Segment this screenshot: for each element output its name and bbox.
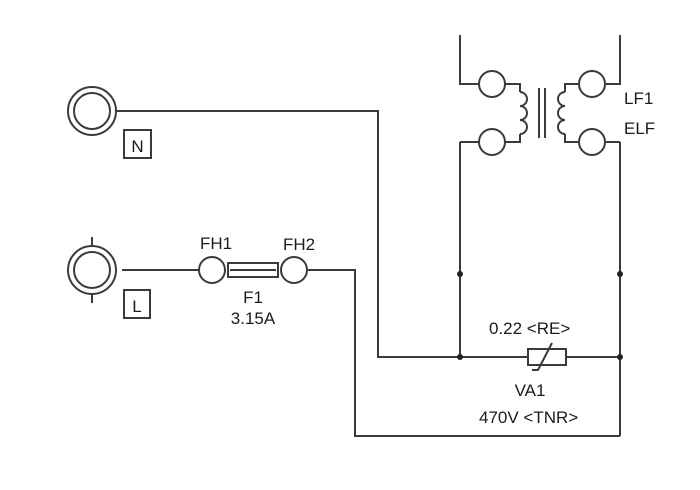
- varistor-resistance-label: 0.22 <RE>: [489, 319, 570, 338]
- junction-dot: [617, 354, 623, 360]
- terminal-inner-ring: [73, 251, 111, 289]
- filter-right-coil: [557, 91, 566, 135]
- junction-dot: [457, 271, 463, 277]
- filter-right-lead: [564, 83, 579, 92]
- fuse-holder-2: [280, 256, 308, 284]
- filter-left-coil: [519, 91, 528, 135]
- fuse-holder-1: [198, 256, 226, 284]
- filter-terminal: [578, 70, 606, 98]
- varistor: 0.22 <RE> VA1 470V <TNR>: [479, 319, 578, 427]
- fuse-ref-label: F1: [243, 288, 263, 307]
- filter-left-lead: [505, 83, 521, 92]
- terminal-label-box: [123, 289, 151, 319]
- terminal-label-box: [123, 129, 152, 159]
- varistor-value-label: 470V <TNR>: [479, 408, 578, 427]
- varistor-ref-label: VA1: [515, 381, 546, 400]
- line-filter: LF1 ELF: [478, 70, 655, 156]
- terminal-inner-ring: [73, 92, 111, 130]
- neutral-terminal-label: N: [131, 137, 143, 156]
- line-terminal-label: L: [132, 297, 141, 316]
- line-filter-value-label: ELF: [624, 119, 655, 138]
- filter-terminal: [578, 128, 606, 156]
- varistor-nonlinear-mark: [532, 342, 553, 371]
- filter-terminal: [478, 70, 506, 98]
- junctions: [457, 271, 623, 360]
- line-filter-ref-label: LF1: [624, 89, 653, 108]
- junction-dot: [457, 354, 463, 360]
- filter-left-lead: [505, 134, 521, 143]
- neutral-wire: [115, 110, 528, 358]
- line-terminal: L: [67, 237, 151, 319]
- filter-top-right-lead: [606, 35, 621, 85]
- filter-right-lead: [564, 134, 579, 143]
- varistor-body: [527, 348, 567, 366]
- junction-dot: [617, 271, 623, 277]
- filter-terminal: [478, 128, 506, 156]
- fuse-assembly: FH1 FH2 F1 3.15A: [198, 234, 315, 328]
- fuse-holder-2-label: FH2: [283, 235, 315, 254]
- line-wire-out: [308, 269, 620, 437]
- fuse-rating-label: 3.15A: [231, 309, 276, 328]
- neutral-terminal: N: [67, 86, 152, 159]
- fuse-holder-1-label: FH1: [200, 234, 232, 253]
- filter-top-left-lead: [459, 35, 478, 85]
- wires: [115, 35, 621, 437]
